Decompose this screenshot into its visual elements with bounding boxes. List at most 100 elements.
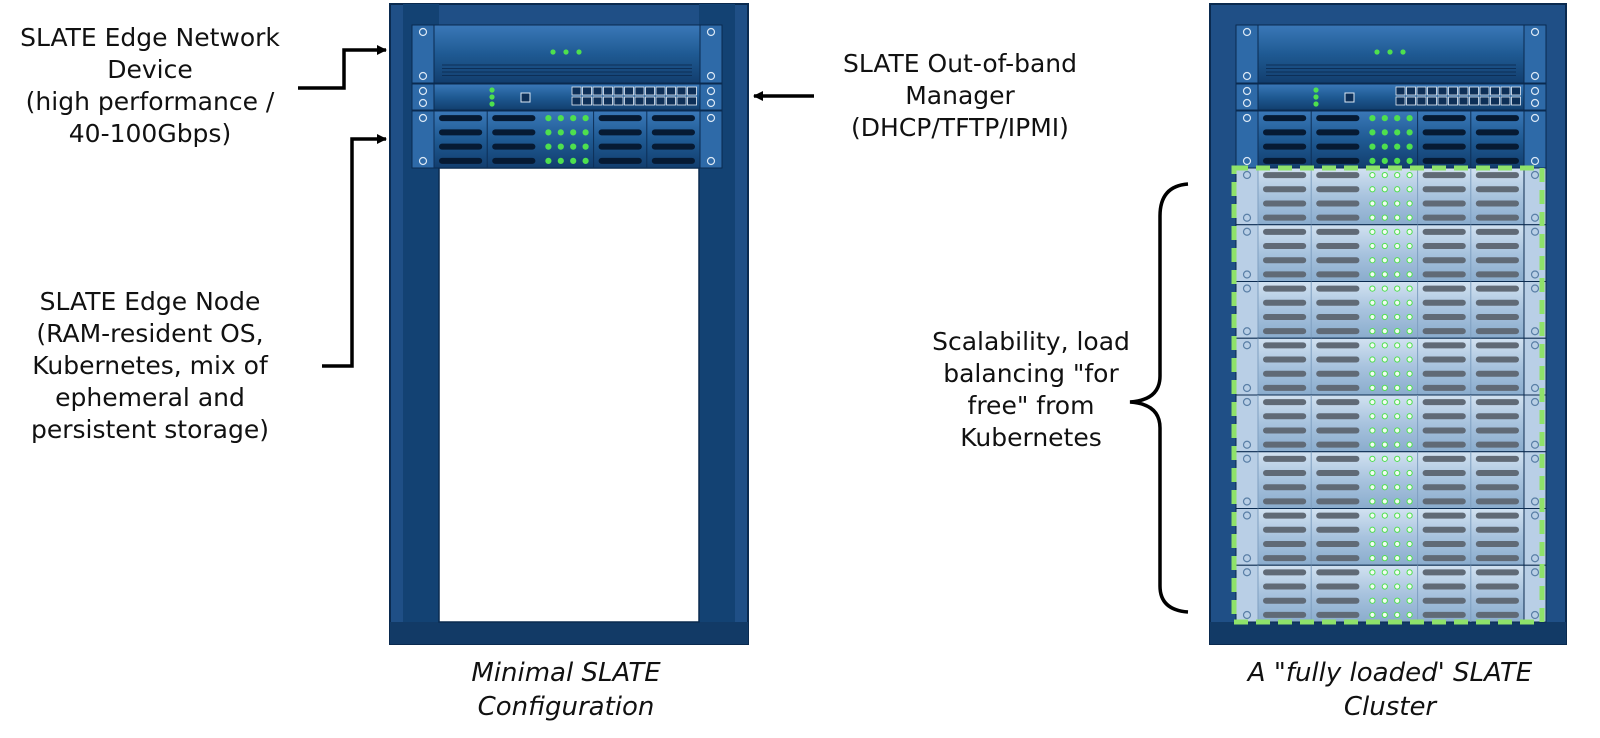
oob-manager-label: SLATE Out-of-band Manager (DHCP/TFTP/IPM…	[800, 48, 1120, 144]
rack-screw	[706, 98, 716, 108]
drive-led	[1381, 484, 1388, 491]
drive-bay-slot	[1263, 526, 1307, 533]
drive-bay-slot	[1475, 512, 1519, 519]
drive-led	[1369, 228, 1376, 235]
drive-led	[1406, 427, 1413, 434]
ethernet-port	[624, 96, 634, 106]
rack-screw	[1242, 284, 1252, 293]
drive-bay-slot	[1475, 299, 1519, 306]
compute-node-unit	[1235, 508, 1547, 566]
drive-led	[1381, 143, 1388, 150]
drive-led	[1394, 157, 1401, 164]
rack-ear	[1523, 224, 1547, 282]
edge-node-line-3: Kubernetes, mix of	[32, 351, 268, 380]
drive-led	[1369, 313, 1376, 321]
full-rack-units	[1235, 24, 1547, 623]
ethernet-port	[1479, 96, 1490, 106]
network-device-arrow	[298, 45, 387, 90]
drive-bay-slot	[1263, 313, 1307, 320]
drive-led	[1394, 129, 1401, 136]
drive-led	[582, 143, 589, 150]
drive-bay-slot	[1475, 172, 1519, 179]
ethernet-port	[687, 96, 697, 106]
drive-bay-slot	[1263, 583, 1307, 590]
drive-led	[582, 129, 589, 136]
compute-node-unit	[1235, 564, 1547, 623]
drive-bay-slot	[1475, 470, 1519, 477]
edge-node-label: SLATE Edge Node (RAM-resident OS, Kubern…	[0, 286, 300, 446]
ethernet-port	[603, 86, 613, 96]
drive-bay-slot	[492, 115, 536, 122]
drive-bay-slot	[1263, 214, 1307, 221]
drive-bay-slot	[1263, 243, 1307, 250]
rack-ear	[1235, 564, 1259, 623]
drive-bay-slot	[598, 143, 642, 150]
drive-bay-slot	[1422, 257, 1466, 264]
drive-bay-slot	[1263, 257, 1307, 264]
drive-bay-slot	[1263, 540, 1307, 547]
drive-bay-slot	[1316, 427, 1360, 434]
drive-led	[1406, 200, 1413, 207]
ethernet-port	[1500, 96, 1511, 106]
drive-led	[1406, 384, 1413, 392]
drive-led	[1406, 186, 1413, 193]
rack-screw	[418, 86, 428, 96]
drive-led	[557, 129, 564, 136]
ethernet-port	[1479, 86, 1490, 96]
drive-led	[1381, 455, 1388, 462]
drive-bay-slot	[1316, 384, 1360, 391]
drive-bay-slot	[1422, 526, 1466, 533]
rack-screw	[1530, 71, 1540, 81]
drive-led	[1369, 611, 1376, 619]
network-device-line-4: 40-100Gbps)	[68, 119, 232, 148]
drive-led	[1369, 540, 1376, 548]
drive-bay-slot	[439, 115, 483, 122]
status-led	[1313, 101, 1319, 107]
rack-screw	[1530, 440, 1540, 449]
drive-bay-slot	[1475, 356, 1519, 363]
rack-screw	[418, 156, 428, 166]
drive-bay-slot	[1422, 384, 1466, 391]
drive-bay-slot	[1475, 540, 1519, 547]
drive-led	[1394, 540, 1401, 548]
rack-screw	[706, 71, 716, 81]
edge-node-line-4: ephemeral and	[55, 383, 245, 412]
drive-bay-slot	[1475, 157, 1519, 164]
ethernet-port	[582, 86, 592, 96]
rack-screw	[1242, 610, 1252, 620]
rack-ear	[1235, 337, 1259, 396]
drive-led	[1394, 498, 1401, 505]
rack-screw	[1530, 497, 1540, 506]
drive-led	[1394, 171, 1401, 179]
drive-bay-slot	[1316, 157, 1360, 164]
drive-led	[1369, 569, 1376, 576]
drive-bay-slot	[439, 129, 483, 136]
drive-bay-slot	[1316, 228, 1360, 235]
drive-led	[1394, 469, 1401, 477]
drive-bay-slot	[1422, 299, 1466, 306]
drive-led	[1406, 313, 1413, 321]
drive-bay-slot	[1316, 200, 1360, 207]
drive-bay-slot	[1316, 583, 1360, 590]
rack-screw	[418, 113, 428, 123]
compute-node-unit	[1235, 224, 1547, 282]
rack-ear	[1523, 24, 1547, 84]
rack-screw	[1530, 397, 1540, 407]
drive-bay-slot	[1316, 299, 1360, 306]
drive-bay-slot	[1316, 441, 1360, 448]
rack-ear	[1235, 110, 1259, 169]
drive-bay-slot	[1475, 115, 1519, 122]
drive-led	[1394, 313, 1401, 321]
ethernet-port	[603, 96, 613, 106]
rack-ear	[1235, 224, 1259, 282]
compute-node-unit	[1235, 167, 1547, 226]
drive-bay-slot	[1263, 569, 1307, 576]
drive-led	[1369, 115, 1376, 122]
ethernet-port	[687, 86, 697, 96]
drive-led	[1394, 398, 1401, 406]
drive-led	[1394, 257, 1401, 264]
drive-led	[1406, 342, 1413, 349]
drive-led	[1406, 526, 1413, 533]
ethernet-port	[1416, 86, 1427, 96]
drive-bay-slot	[1316, 498, 1360, 505]
